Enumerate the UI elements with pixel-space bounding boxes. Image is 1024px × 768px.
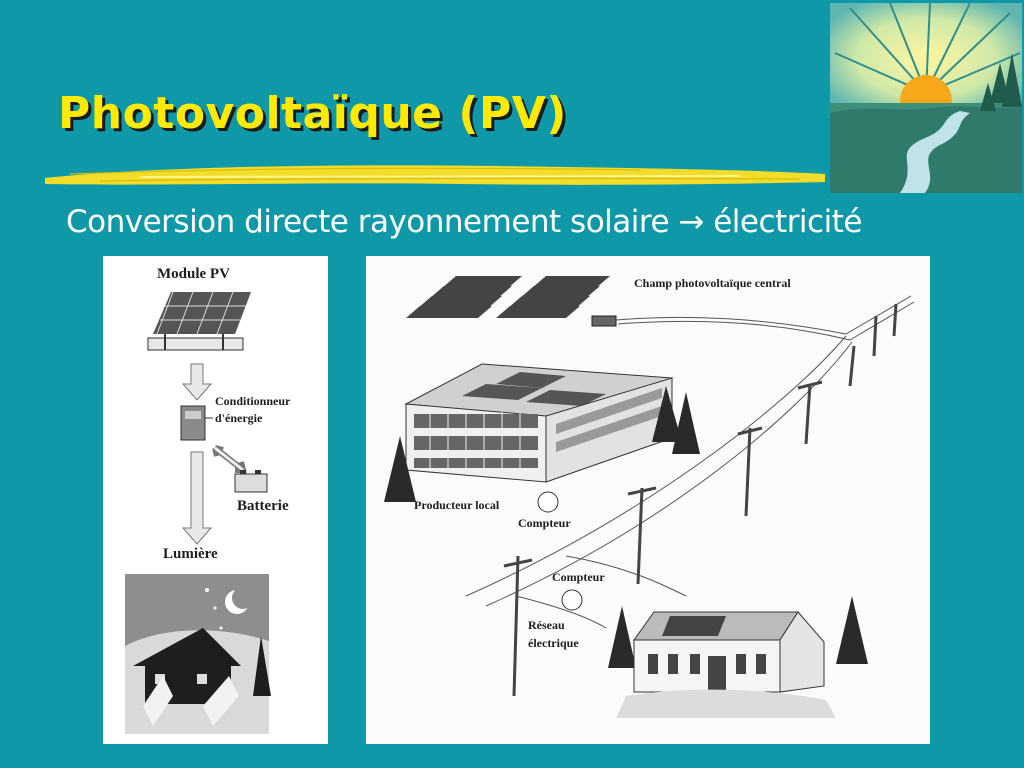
slide-title: Photovoltaïque (PV) <box>58 88 567 139</box>
battery-label: Batterie <box>237 498 289 514</box>
trees <box>384 386 868 668</box>
utility-poles <box>503 303 898 697</box>
grid-label-line1: Réseau <box>528 618 565 632</box>
battery-icon <box>234 470 268 493</box>
conditioner-label-line1: Conditionneur <box>215 394 291 408</box>
module-pv-label: Module PV <box>157 266 230 282</box>
central-pv-field-icon <box>406 276 617 327</box>
energy-conditioner-icon <box>180 405 213 441</box>
local-producer-label: Producteur local <box>414 498 500 512</box>
grid-diagram-drawing <box>384 276 915 718</box>
subtitle-end-text: électricité <box>713 204 862 240</box>
standalone-diagram-drawing <box>125 291 271 734</box>
subtitle-text: Conversion directe rayonnement solaire <box>66 204 670 240</box>
standalone-pv-diagram: Module PV Conditionneur d'énergie Batter… <box>103 256 328 744</box>
arrow-right-icon: → <box>678 204 704 240</box>
grid-connected-pv-diagram: Champ photovoltaïque central Producteur … <box>366 256 930 744</box>
office-building-icon <box>404 363 674 483</box>
sun-landscape-logo-icon <box>830 3 1022 193</box>
slide-subtitle: Conversion directe rayonnement solaire →… <box>66 204 862 240</box>
light-label: Lumière <box>163 546 218 562</box>
house-night-icon <box>125 574 271 734</box>
meter-label-1: Compteur <box>518 516 571 530</box>
solar-panel-icon <box>147 291 251 351</box>
meter-icon <box>537 491 583 611</box>
grid-label-line2: électrique <box>528 636 579 650</box>
central-field-label: Champ photovoltaïque central <box>634 276 791 290</box>
brush-stroke-divider <box>45 165 825 185</box>
house-icon <box>616 611 836 718</box>
meter-label-2: Compteur <box>552 570 605 584</box>
conditioner-label-line2: d'énergie <box>215 411 263 425</box>
